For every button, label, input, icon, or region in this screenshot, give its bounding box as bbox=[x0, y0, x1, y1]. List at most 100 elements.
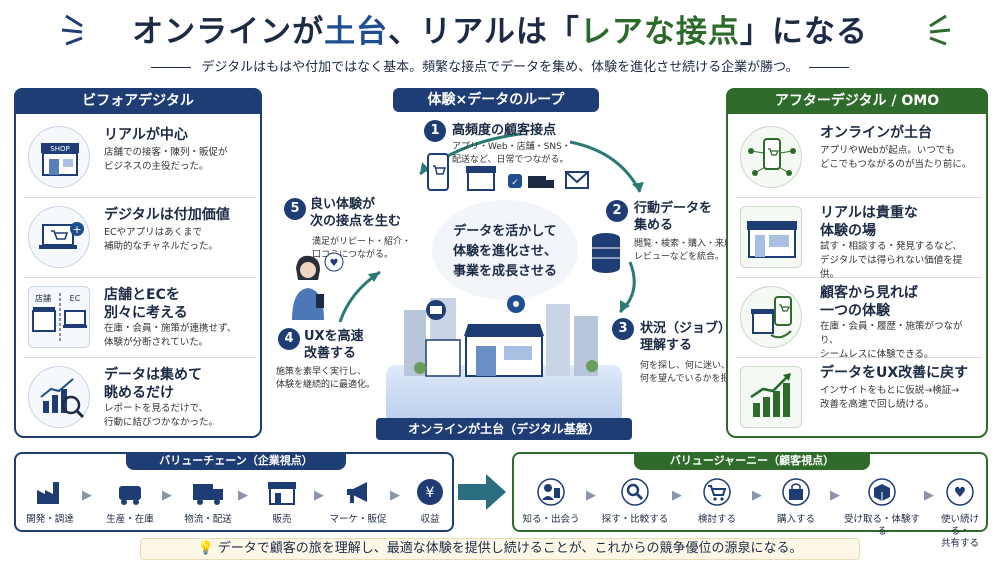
after-item-online-base: オンラインが土台 アプリやWebが起点。いつでも どこでもつながるのが当たり前に… bbox=[736, 120, 982, 198]
value-journey-step-label: 知る・出会う bbox=[522, 514, 580, 525]
megaphone-icon bbox=[347, 482, 367, 503]
step-desc: 満足がリピート・紹介・ 口コミにつながる。 bbox=[312, 237, 412, 260]
before-digital-heading: ビフォアデジタル bbox=[14, 88, 262, 114]
after-item-one-experience: 顧客から見れば 一つの体験 在庫・会員・履歴・施策がつながり、 シームレスに体験… bbox=[736, 280, 982, 360]
cart-icon bbox=[703, 478, 731, 506]
after-item-real-experience: リアルは貴重な 体験の場 試す・相談する・発見するなど、 デジタルでは得られない… bbox=[736, 200, 982, 280]
step-desc: 閲覧・検索・購入・来店・ レビューなどを統合。 bbox=[634, 239, 743, 262]
loop-heading: 体験×データのループ bbox=[393, 88, 599, 112]
chevron-right-icon: ▶ bbox=[924, 488, 934, 503]
lightbulb-icon: 💡 bbox=[197, 541, 214, 556]
step-title: 高頻度の顧客接点 bbox=[452, 123, 557, 138]
after-item-title: オンラインが土台 bbox=[820, 125, 932, 141]
step-desc: 何を探し、何に迷い、 何を望んでいるかを把握。 bbox=[640, 361, 748, 384]
value-chain-step-label: 収益 bbox=[420, 514, 440, 525]
svg-text:¥: ¥ bbox=[426, 485, 435, 501]
step-title: 状況（ジョブ）を 理解する bbox=[640, 321, 745, 353]
loop-arrows bbox=[338, 132, 644, 323]
title-part: オンラインが bbox=[132, 14, 325, 50]
laptop-cart-icon: + bbox=[28, 206, 90, 268]
left-rays-icon bbox=[61, 14, 83, 46]
before-item-title: 店舗とECを 別々に考える bbox=[104, 287, 188, 321]
person-phone-icon bbox=[537, 478, 565, 506]
after-digital-panel: アフターデジタル / OMO オンラインが土台 アプリやWebが起点。いつでも … bbox=[726, 88, 988, 438]
chevron-right-icon: ▶ bbox=[390, 488, 400, 503]
phone-network-icon bbox=[740, 126, 802, 188]
step-title: 良い体験が 次の接点を生む bbox=[310, 197, 402, 229]
yen-icon: ¥ bbox=[417, 479, 443, 505]
value-chain-step: ¥ 収益 bbox=[400, 478, 460, 526]
value-journey-step: ♥ 使い続ける・ 共有する bbox=[932, 478, 988, 550]
before-item-title: データは集めて 眺めるだけ bbox=[104, 367, 202, 401]
title-part: 」になる bbox=[739, 14, 868, 50]
page-title: オンラインが土台、リアルは「レアな接点」になる bbox=[0, 6, 1000, 51]
shop-icon bbox=[268, 482, 296, 505]
after-digital-heading: アフターデジタル / OMO bbox=[726, 88, 988, 114]
store-ec-split-icon: 店舗 EC bbox=[28, 286, 90, 348]
svg-text:✓: ✓ bbox=[511, 178, 519, 188]
before-item-data-view: データは集めて 眺めるだけ レポートを見るだけで、 行動に結びつかなかった。 bbox=[24, 360, 256, 438]
value-journey-step: 検討する bbox=[684, 478, 750, 526]
store-label: 店舗 bbox=[35, 293, 51, 303]
chevron-right-icon: ▶ bbox=[238, 488, 248, 503]
value-journey-step: 探す・比較する bbox=[598, 478, 672, 526]
transition-arrow-icon bbox=[458, 474, 506, 510]
search-icon bbox=[621, 478, 649, 506]
heart-icon: ♥ bbox=[946, 478, 974, 506]
step-title: UXを高速 改善する bbox=[304, 329, 364, 361]
storefront-icon: SHOP bbox=[28, 126, 90, 188]
value-journey-step-label: 検討する bbox=[697, 514, 736, 525]
phone-store-icon bbox=[740, 286, 802, 348]
online-foundation-label: オンラインが土台（デジタル基盤） bbox=[376, 418, 632, 440]
chevron-right-icon: ▶ bbox=[830, 488, 840, 503]
before-item-real-center: SHOP リアルが中心 店舗での接客・陳列・販促が ビジネスの主役だった。 bbox=[24, 120, 256, 198]
footer-message: 💡 データで顧客の旅を理解し、最適な体験を提供し続けることが、これからの競争優位… bbox=[140, 538, 860, 560]
svg-text:+: + bbox=[72, 223, 81, 236]
chevron-right-icon: ▶ bbox=[672, 488, 682, 503]
step-number: 3 bbox=[612, 318, 634, 340]
value-chain-step-label: 物流・配送 bbox=[184, 514, 232, 525]
after-item-desc: 在庫・会員・履歴・施策がつながり、 シームレスに体験できる。 bbox=[820, 321, 963, 360]
shop-sign-text: SHOP bbox=[50, 145, 69, 153]
value-chain-step-label: 開発・調達 bbox=[26, 514, 74, 525]
truck-icon bbox=[528, 176, 546, 188]
before-digital-panel: ビフォアデジタル SHOP リアルが中心 店舗での接客・陳列・販促が ビジネスの… bbox=[14, 88, 262, 438]
modern-store-icon bbox=[740, 206, 802, 268]
growth-chart-icon bbox=[740, 366, 802, 428]
factory-icon bbox=[37, 482, 59, 504]
chevron-right-icon: ▶ bbox=[752, 488, 762, 503]
chevron-right-icon: ▶ bbox=[586, 488, 596, 503]
before-item-desc: ECやアプリはあくまで 補助的なチャネルだった。 bbox=[104, 227, 218, 252]
step-title: 行動データを 集める bbox=[634, 201, 713, 233]
loop-center-message: データを活かして 体験を進化させ、 事業を成長させる bbox=[432, 200, 578, 300]
before-item-desc: 在庫・会員・施策が連携せず、 体験が分断されていた。 bbox=[104, 323, 237, 348]
svg-text:♥: ♥ bbox=[330, 258, 339, 269]
ec-label: EC bbox=[70, 294, 81, 303]
value-chain-heading: バリューチェーン（企業視点） bbox=[126, 452, 346, 470]
city-illustration bbox=[404, 295, 598, 377]
step-number: 5 bbox=[284, 198, 306, 220]
value-chain-step-label: 生産・在庫 bbox=[106, 514, 154, 525]
value-chain-step: マーケ・販促 bbox=[328, 478, 388, 526]
value-journey-step-label: 購入する bbox=[776, 514, 815, 525]
right-rays-icon bbox=[929, 14, 951, 46]
step-number: 2 bbox=[606, 200, 628, 222]
touchpoint-icons: ✓ bbox=[427, 153, 589, 191]
value-chain-step-label: マーケ・販促 bbox=[329, 514, 387, 525]
before-item-separate: 店舗 EC 店舗とECを 別々に考える 在庫・会員・施策が連携せず、 体験が分断… bbox=[24, 280, 256, 358]
package-icon bbox=[868, 478, 896, 506]
title-highlight-rare-touchpoint: レアな接点 bbox=[579, 14, 740, 50]
title-highlight-foundation: 土台 bbox=[324, 14, 389, 50]
value-chain-step: 開発・調達 bbox=[20, 478, 80, 526]
title-part: 、リアルは「 bbox=[388, 14, 580, 50]
after-item-desc: インサイトをもとに仮説→検証→ 改善を高速で回し続ける。 bbox=[820, 385, 960, 410]
after-item-desc: 試す・相談する・発見するなど、 デジタルでは得られない価値を提供。 bbox=[820, 241, 963, 280]
after-item-desc: アプリやWebが起点。いつでも どこでもつながるのが当たり前に。 bbox=[820, 145, 972, 170]
before-item-digital-addon: + デジタルは付加価値 ECやアプリはあくまで 補助的なチャネルだった。 bbox=[24, 200, 256, 278]
before-item-desc: レポートを見るだけで、 行動に結びつかなかった。 bbox=[104, 403, 219, 428]
value-journey-step: 受け取る・体験する bbox=[840, 478, 924, 538]
after-item-title: リアルは貴重な 体験の場 bbox=[820, 205, 918, 239]
step-desc: 施策を素早く実行し、 体験を継続的に最適化。 bbox=[276, 367, 376, 390]
svg-text:♥: ♥ bbox=[954, 485, 967, 501]
chevron-right-icon: ▶ bbox=[162, 488, 172, 503]
